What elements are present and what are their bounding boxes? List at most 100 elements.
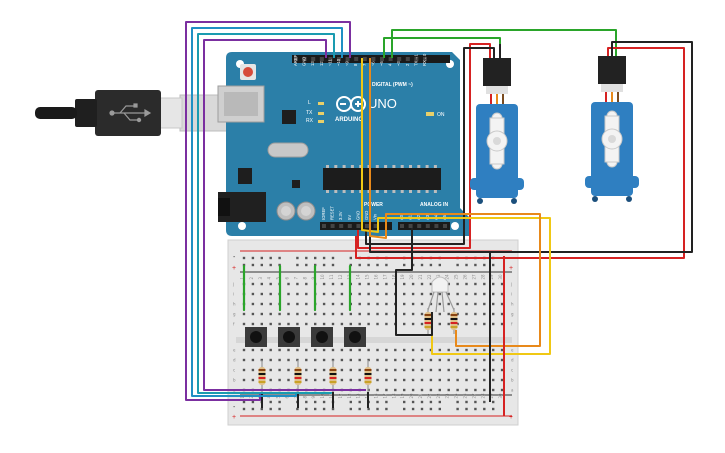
pushbutton-4[interactable] <box>344 327 366 347</box>
digital-pin-label: ~11 <box>327 59 332 66</box>
column-number: 10 <box>320 393 325 399</box>
row-letter: a <box>511 388 514 393</box>
power-pin-hole[interactable] <box>373 224 378 228</box>
digital-pin-label: 13 <box>310 61 315 66</box>
digital-pin-hole[interactable] <box>311 57 316 61</box>
column-number: 14 <box>356 393 361 399</box>
rail-plus-top-right: + <box>509 265 513 272</box>
column-number: 20 <box>409 393 414 399</box>
row-letter: j <box>232 282 234 287</box>
column-number: 12 <box>338 274 343 280</box>
servo-motor-2 <box>585 56 639 202</box>
column-number: 27 <box>471 274 476 280</box>
digital-pin-hole[interactable] <box>345 57 350 61</box>
rail-plus-bottom: + <box>232 414 236 421</box>
wire-teal-2 <box>197 33 335 394</box>
digital-pin-label: ~6 <box>370 61 375 66</box>
column-number: 17 <box>382 393 387 399</box>
column-number: 29 <box>489 393 494 399</box>
digital-pin-hole[interactable] <box>388 57 393 61</box>
power-pin-hole[interactable] <box>322 224 326 228</box>
rgb-led <box>427 276 455 313</box>
arduino-uno-board: L TX RX ON ARDUINO UNO DIGITAL (PWM ~) P… <box>217 52 470 236</box>
resistor-led-1 <box>424 308 432 334</box>
digital-pin-hole[interactable] <box>319 57 324 61</box>
digital-pin-hole[interactable] <box>380 57 384 61</box>
digital-pin-hole[interactable] <box>414 57 419 61</box>
power-pin-label: 5V <box>347 215 352 220</box>
digital-pin-hole[interactable] <box>337 57 341 61</box>
power-pin-hole[interactable] <box>339 224 344 228</box>
column-number: 24 <box>445 274 450 280</box>
column-number: 4 <box>267 277 272 280</box>
digital-pin-label: 4 <box>388 63 393 66</box>
power-pin-hole[interactable] <box>347 224 352 228</box>
column-number: 25 <box>454 274 459 280</box>
power-pin-label: IOREF <box>321 207 326 220</box>
power-pin-hole[interactable] <box>330 224 335 228</box>
pushbutton-2[interactable] <box>278 327 300 347</box>
column-number: 2 <box>249 277 254 280</box>
row-letter: d <box>511 358 514 363</box>
column-number: 9 <box>311 277 316 280</box>
reset-button[interactable] <box>240 64 256 80</box>
analog-pin-hole[interactable] <box>443 224 447 228</box>
arduino-model: UNO <box>368 96 397 111</box>
digital-pin-hole[interactable] <box>354 57 359 61</box>
wire-black-led <box>395 228 433 336</box>
analog-pin-hole[interactable] <box>408 224 413 228</box>
digital-pin-hole[interactable] <box>362 57 367 61</box>
digital-pin-hole[interactable] <box>294 57 298 61</box>
wire-blue-1 <box>191 27 343 397</box>
column-number: 11 <box>329 274 334 280</box>
digital-pin-label: GND <box>302 57 307 66</box>
column-number: 20 <box>409 274 414 280</box>
power-header-label: POWER <box>364 202 383 208</box>
green-jumpers <box>242 264 352 312</box>
analog-pin-hole[interactable] <box>425 224 430 228</box>
rx-label: RX <box>306 118 314 124</box>
row-letter: e <box>511 348 514 353</box>
resistor-button-2 <box>294 360 302 392</box>
digital-pin-hole[interactable] <box>328 57 333 61</box>
digital-pin-label: AREF <box>293 54 298 66</box>
row-letter: i <box>233 292 234 297</box>
power-pin-hole[interactable] <box>356 224 361 228</box>
power-pin-label: 3.3V <box>338 211 343 220</box>
resistor-button-3 <box>329 360 337 392</box>
column-number: 6 <box>285 277 290 280</box>
column-number: 24 <box>445 393 450 399</box>
column-number: 22 <box>427 393 432 399</box>
analog-pin-hole[interactable] <box>434 224 439 228</box>
digital-pin-label: RX←0 <box>422 53 427 66</box>
wires <box>185 21 693 416</box>
on-label: ON <box>437 112 445 118</box>
power-pin-label: RESET <box>330 206 335 220</box>
digital-pin-hole[interactable] <box>423 57 427 61</box>
resistor-led-2 <box>450 308 458 334</box>
digital-pin-hole[interactable] <box>371 57 376 61</box>
breadboard-holes[interactable] <box>242 256 504 411</box>
rail-minus-bottom: - <box>233 404 236 411</box>
column-number: 29 <box>489 274 494 280</box>
column-number: 25 <box>454 393 459 399</box>
digital-pin-label: ~5 <box>379 61 384 66</box>
resistor-button-1 <box>258 360 266 392</box>
power-pin-hole[interactable] <box>365 224 369 228</box>
analog-pin-hole[interactable] <box>400 224 404 228</box>
rail-minus-top: - <box>233 254 236 261</box>
digital-pin-hole[interactable] <box>302 57 307 61</box>
column-number: 30 <box>498 393 503 399</box>
column-number: 26 <box>463 393 468 399</box>
digital-pin-hole[interactable] <box>405 57 410 61</box>
column-number: 14 <box>356 274 361 280</box>
row-letter: c <box>233 368 235 373</box>
pushbutton-1[interactable] <box>245 327 267 347</box>
column-number: 17 <box>382 274 387 280</box>
analog-pin-hole[interactable] <box>417 224 422 228</box>
column-number: 27 <box>471 393 476 399</box>
digital-pin-hole[interactable] <box>397 57 402 61</box>
digital-pin-label: 7 <box>362 63 367 66</box>
pushbutton-3[interactable] <box>311 327 333 347</box>
